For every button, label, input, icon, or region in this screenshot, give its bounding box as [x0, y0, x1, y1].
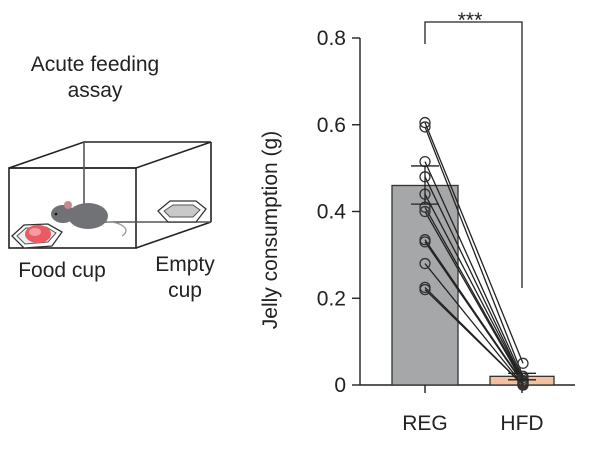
paired-line	[424, 161, 524, 379]
y-tick-label: 0.8	[317, 27, 346, 50]
paired-line	[424, 206, 524, 382]
paired-line	[424, 289, 524, 386]
significance-bracket	[424, 21, 523, 288]
data-point-reg	[419, 121, 431, 133]
paired-line	[424, 193, 524, 381]
paired-line	[424, 176, 524, 381]
significance-label: ***	[458, 9, 483, 32]
paired-line	[424, 126, 524, 377]
y-tick-label: 0.2	[317, 287, 346, 310]
empty-cup-line1: Empty	[155, 253, 215, 276]
empty-cup-label: Empty cup	[140, 252, 230, 304]
y-tick-label: 0.4	[317, 201, 347, 224]
feeding-assay-diagram	[8, 141, 212, 249]
data-point-reg	[419, 283, 431, 296]
paired-line	[424, 211, 524, 384]
data-point-hfd	[517, 357, 529, 369]
y-tick-label: 0.6	[317, 114, 346, 137]
paired-line	[424, 241, 524, 385]
x-tick-hfd: HFD	[500, 412, 543, 435]
diagram-title: Acute feeding assay	[20, 52, 170, 104]
diagram-title-line2: assay	[67, 79, 123, 102]
diagram-title-line1: Acute feeding	[30, 53, 160, 76]
y-tick-label: 0	[334, 374, 346, 397]
data-point-reg	[419, 257, 431, 270]
x-tick-reg: REG	[402, 412, 448, 435]
paired-line	[424, 122, 524, 364]
data-point-reg	[419, 205, 431, 218]
mouse-icon	[51, 201, 127, 237]
data-point-reg	[419, 236, 431, 248]
paired-line	[424, 263, 524, 386]
empty-cup-icon	[157, 200, 207, 223]
chart-marks	[391, 21, 555, 393]
empty-cup-line2: cup	[168, 279, 202, 302]
data-point-reg	[419, 116, 431, 129]
food-cup-label: Food cup	[18, 259, 106, 282]
food-cup-icon	[11, 223, 63, 249]
y-axis-label: Jelly consumption (g)	[259, 131, 282, 329]
bar-reg	[391, 184, 459, 386]
